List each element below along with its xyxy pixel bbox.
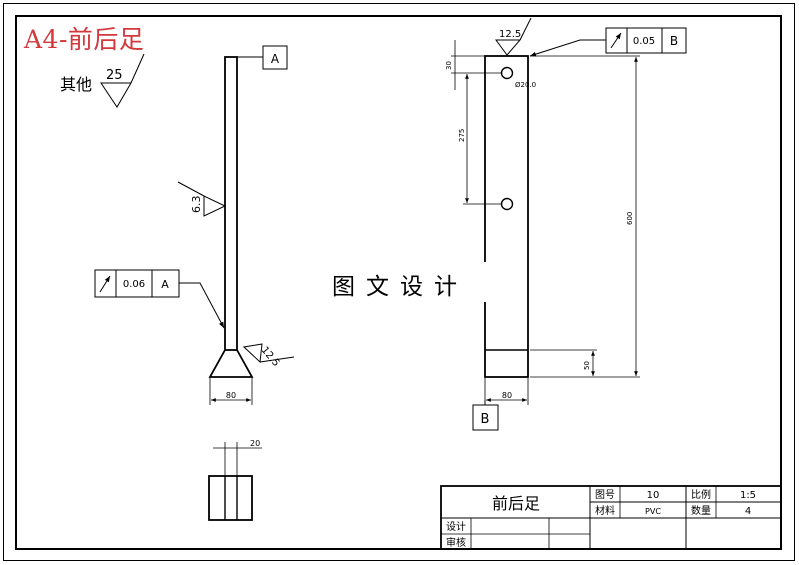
dim-width: 80 (502, 391, 512, 400)
watermark-text: 图文设计 (332, 274, 468, 300)
leg-post (224, 56, 238, 351)
hole-bottom (500, 197, 514, 211)
tolerance-frame-b (605, 27, 687, 54)
tolerance-a-value: 0.06 (123, 279, 145, 290)
dim-base-width: 80 (226, 391, 236, 400)
inner-border (15, 15, 782, 550)
sheet-title: A4-前后足 (24, 25, 145, 54)
design-label: 设计 (446, 520, 466, 533)
tolerance-b-datum: B (670, 34, 678, 48)
hole-top (500, 66, 514, 80)
review-label: 审核 (446, 536, 466, 549)
roughness-side-value: 6.3 (190, 196, 203, 214)
dim-total-height: 600 (626, 212, 634, 225)
hole-diameter: Ø20.0 (515, 81, 536, 89)
front-view: A 其他 25 6.3 12.5 0.06 A 80 20 (60, 45, 295, 521)
roughness-default-symbol (100, 53, 145, 108)
roughness-side-symbol (177, 181, 227, 217)
side-view: Ø20.0 12.5 0.05 B 30 275 600 50 (445, 17, 687, 431)
roughness-default-label: 其他 (60, 75, 92, 94)
roughness-top-symbol (495, 17, 532, 56)
drawing-no: 10 (647, 490, 660, 501)
datum-b-label: B (481, 412, 490, 427)
drawing-no-label: 图号 (595, 489, 615, 501)
leg-side-body (484, 55, 529, 378)
dim-hole-spacing: 275 (458, 129, 466, 142)
watermark: 图文设计 (325, 262, 495, 302)
tolerance-b-value: 0.05 (633, 36, 655, 47)
section-view (208, 475, 253, 521)
datum-a-box (262, 45, 288, 70)
scale-value: 1:5 (740, 490, 756, 501)
tolerance-a-leader (179, 282, 225, 329)
roughness-default-value: 25 (106, 68, 123, 83)
title-block: 前后足 图号 10 比例 1:5 材料 PVC 数量 4 设计 审核 (440, 485, 782, 550)
dim-top-offset: 30 (445, 61, 453, 70)
quantity-label: 数量 (691, 504, 711, 517)
datum-a-label: A (271, 52, 280, 66)
roughness-foot-symbol (242, 343, 295, 364)
part-name: 前后足 (492, 494, 540, 513)
roughness-foot-value: 12.5 (259, 345, 282, 369)
roughness-top-value: 12.5 (499, 29, 521, 40)
runout-icon (99, 275, 111, 293)
material-value: PVC (645, 507, 661, 516)
tolerance-a-datum: A (161, 278, 169, 291)
quantity-value: 4 (745, 506, 751, 517)
runout-icon-b (610, 32, 622, 49)
scale-label: 比例 (691, 488, 711, 501)
tolerance-b-leader (529, 39, 606, 57)
datum-b-box (472, 404, 499, 431)
tolerance-frame-a (94, 269, 180, 298)
dim-bottom-band: 50 (583, 361, 591, 370)
outer-border (3, 3, 795, 561)
material-label: 材料 (595, 504, 615, 517)
leg-foot (208, 349, 254, 378)
dim-section-width: 20 (250, 439, 260, 448)
